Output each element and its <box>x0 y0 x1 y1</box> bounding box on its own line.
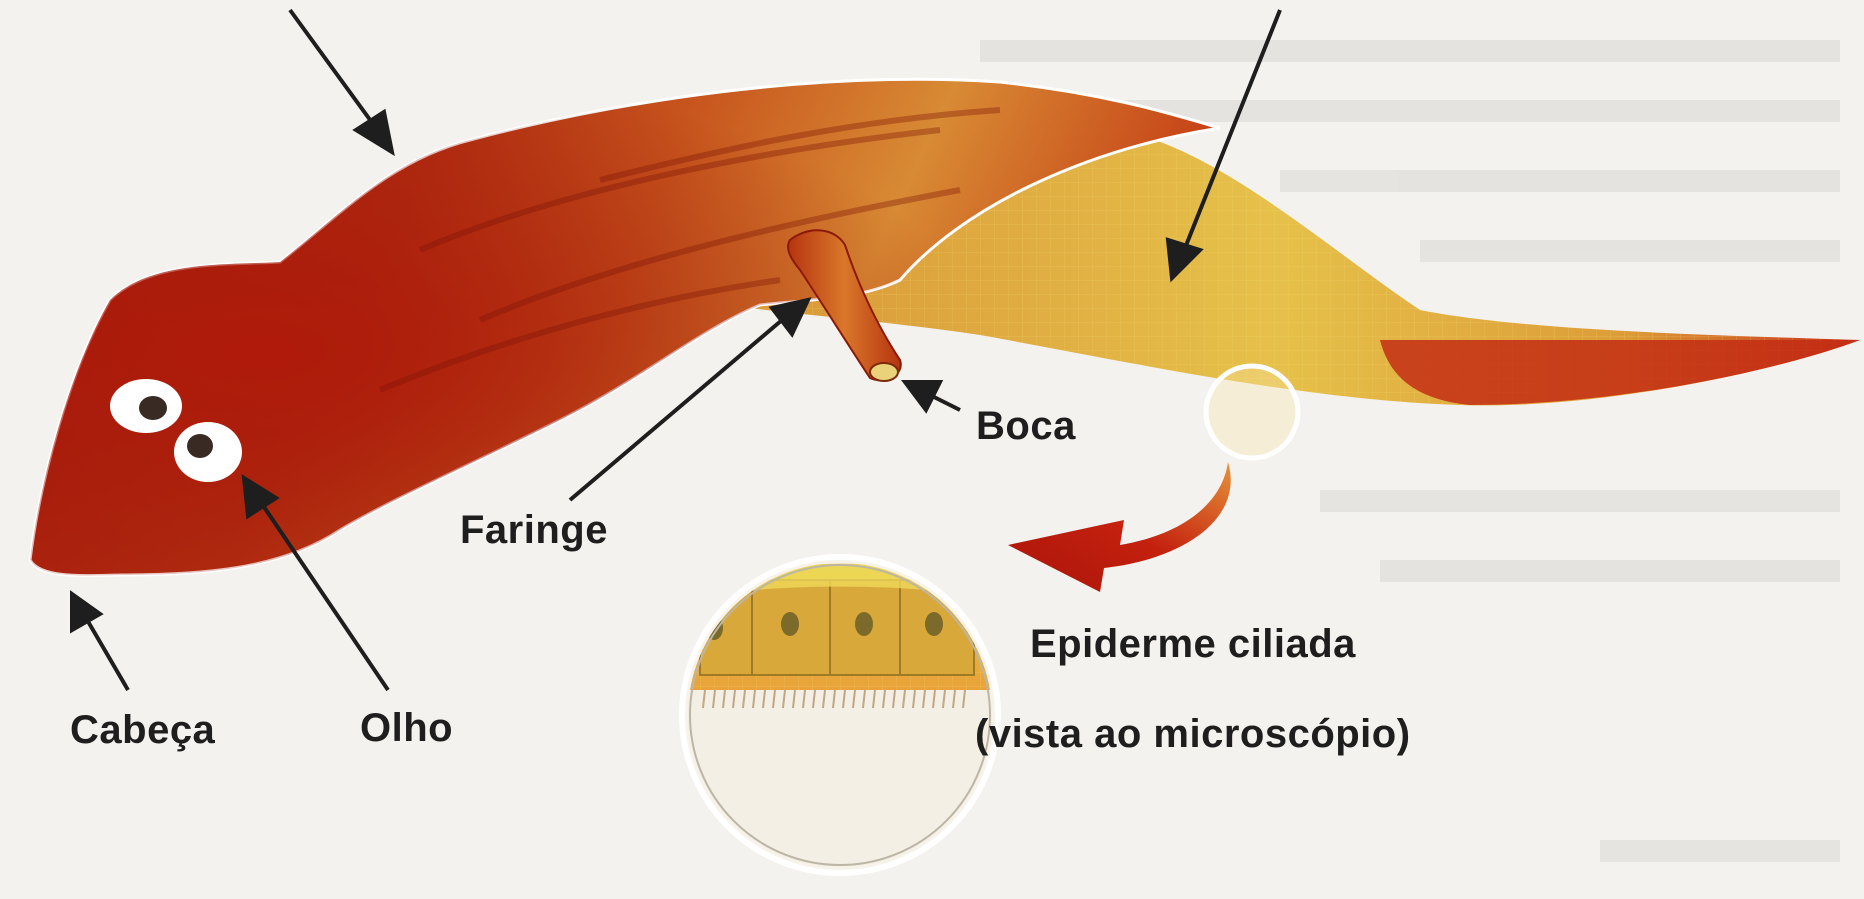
label-olho: Olho <box>360 706 453 751</box>
microscope-view <box>680 555 1000 885</box>
arrow-cabeca <box>86 618 128 690</box>
mouth-opening <box>870 363 898 381</box>
label-boca: Boca <box>976 404 1076 449</box>
arrow-dorsal <box>290 10 376 128</box>
label-faringe: Faringe <box>460 508 608 553</box>
label-epiderme-ciliada: Epiderme ciliada <box>1030 622 1356 667</box>
eye-right <box>174 422 242 482</box>
eye-left <box>110 379 182 433</box>
label-cabeca: Cabeça <box>70 708 215 753</box>
magnification-arrow <box>1008 462 1231 592</box>
magnified-region-marker <box>1206 366 1298 458</box>
label-vista-microscopio: (vista ao microscópio) <box>975 712 1411 757</box>
